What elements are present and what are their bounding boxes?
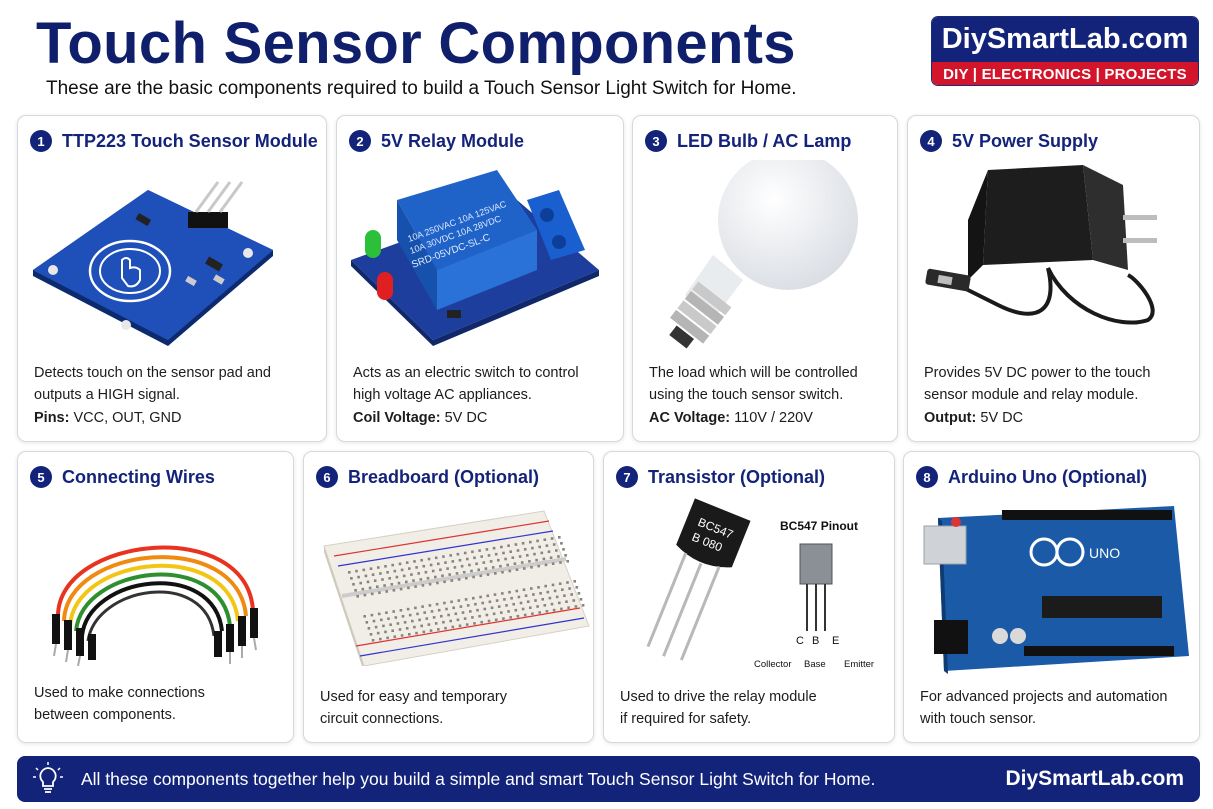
card-spec: AC Voltage: 110V / 220V bbox=[649, 410, 813, 426]
card-spec: Coil Voltage: 5V DC bbox=[353, 410, 488, 426]
card-title: LED Bulb / AC Lamp bbox=[677, 130, 852, 151]
brand-name: DiySmartLab.com bbox=[932, 17, 1198, 62]
card-title: TTP223 Touch Sensor Module bbox=[62, 130, 318, 151]
page-title: Touch Sensor Components bbox=[36, 11, 796, 76]
card-title: Connecting Wires bbox=[62, 466, 215, 487]
svg-text:C: C bbox=[796, 635, 804, 647]
arduino-uno-image: UNO bbox=[923, 506, 1189, 674]
footer-site-link[interactable]: DiySmartLab.com bbox=[1005, 767, 1184, 790]
card-title: Transistor (Optional) bbox=[648, 466, 826, 487]
svg-text:Base: Base bbox=[804, 659, 826, 670]
jumper-wires-image bbox=[52, 545, 258, 666]
breadboard-holes bbox=[348, 536, 585, 642]
card-number: 4 bbox=[920, 130, 942, 152]
card-spec: Output: 5V DC bbox=[924, 410, 1024, 426]
lightbulb-icon bbox=[33, 762, 63, 793]
footer-banner: All these components together help you b… bbox=[17, 756, 1200, 802]
page-subtitle: These are the basic components required … bbox=[46, 78, 797, 99]
card-number: 1 bbox=[30, 130, 52, 152]
board-label: UNO bbox=[1089, 545, 1120, 561]
component-card-touch-sensor: 1 TTP223 Touch Sensor Module TOUCH Detec… bbox=[17, 115, 327, 442]
card-title: Arduino Uno (Optional) bbox=[948, 466, 1147, 487]
led-bulb-image bbox=[669, 160, 858, 349]
transistor-image: BC547 B 080 BC547 Pinout C B E Collector… bbox=[646, 498, 874, 670]
footer-text: All these components together help you b… bbox=[81, 768, 876, 789]
relay-module-image: 10A 250VAC 10A 125VAC 10A 30VDC 10A 28VD… bbox=[351, 170, 599, 346]
brand-logo[interactable]: DiySmartLab.com DIY | ELECTRONICS | PROJ… bbox=[931, 16, 1199, 86]
card-number: 3 bbox=[645, 130, 667, 152]
component-card-arduino: 8 Arduino Uno (Optional) UNO For advance… bbox=[903, 451, 1200, 743]
card-number: 2 bbox=[349, 130, 371, 152]
breadboard-image bbox=[323, 510, 590, 666]
power-adapter-image bbox=[925, 165, 1157, 325]
component-card-wires: 5 Connecting Wires Used to make connecti… bbox=[17, 451, 294, 743]
card-spec: Pins: VCC, OUT, GND bbox=[34, 410, 182, 426]
card-number: 8 bbox=[916, 466, 938, 488]
component-card-breadboard: 6 Breadboard (Optional) Used for easy an… bbox=[303, 451, 594, 743]
component-card-power-supply: 4 5V Power Supply Provides 5V DC power t… bbox=[907, 115, 1200, 442]
svg-text:Emitter: Emitter bbox=[844, 659, 874, 670]
card-number: 5 bbox=[30, 466, 52, 488]
svg-text:B: B bbox=[812, 635, 819, 647]
card-number: 7 bbox=[616, 466, 638, 488]
component-card-led-bulb: 3 LED Bulb / AC Lamp The load which will… bbox=[632, 115, 898, 442]
card-title: 5V Power Supply bbox=[952, 130, 1099, 151]
card-title: 5V Relay Module bbox=[381, 130, 525, 151]
svg-text:Collector: Collector bbox=[754, 659, 792, 670]
pinout-title: BC547 Pinout bbox=[780, 519, 858, 533]
component-card-transistor: 7 Transistor (Optional) BC547 B 080 BC54… bbox=[603, 451, 895, 743]
card-number: 6 bbox=[316, 466, 338, 488]
svg-text:E: E bbox=[832, 635, 839, 647]
component-card-relay: 2 5V Relay Module 10A 250VAC 10A 125VAC … bbox=[336, 115, 624, 442]
card-title: Breadboard (Optional) bbox=[348, 466, 540, 487]
touch-sensor-module-image: TOUCH bbox=[33, 181, 273, 346]
brand-tagline: DIY | ELECTRONICS | PROJECTS bbox=[932, 62, 1198, 85]
